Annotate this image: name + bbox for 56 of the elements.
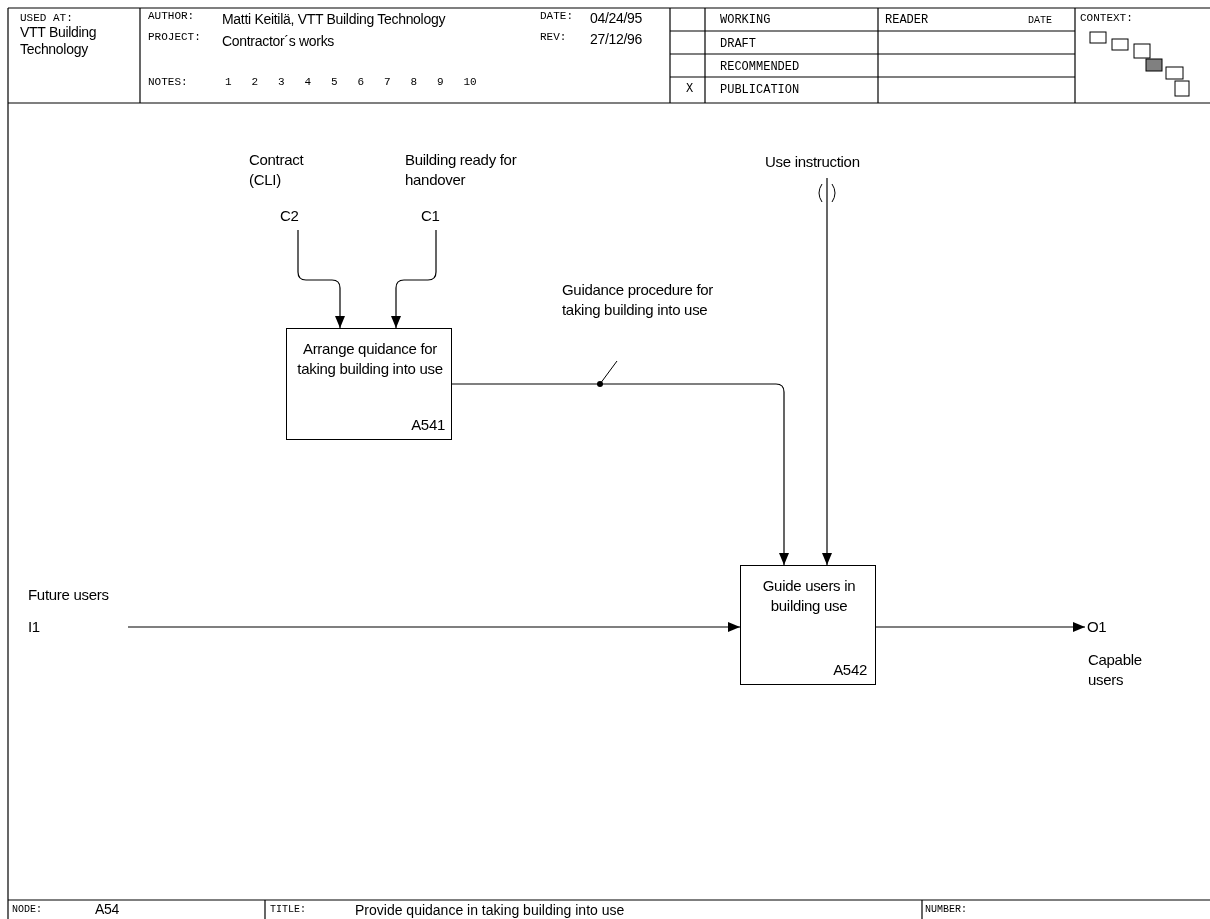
- process-box: [286, 328, 452, 440]
- note-number: 1: [225, 75, 232, 89]
- arrow-label: Building ready for handover: [405, 150, 518, 190]
- field-value: Contractor´s works: [222, 33, 335, 50]
- column-label: READER: [885, 13, 929, 28]
- field-label: TITLE:: [270, 903, 306, 916]
- field-label: CONTEXT:: [1080, 11, 1133, 25]
- field-label: REV:: [540, 30, 567, 44]
- field-label: DATE: [1028, 14, 1052, 27]
- activity-name: Arrange quidance for taking building into use: [296, 339, 444, 379]
- node-number: A541: [410, 415, 445, 435]
- note-number: 7: [384, 75, 391, 89]
- note-number: 8: [410, 75, 418, 89]
- activity-name: Guide users in building use: [761, 576, 857, 616]
- icom-code: O1: [1087, 617, 1108, 637]
- note-number: 6: [357, 75, 365, 89]
- process-box: [740, 565, 876, 685]
- note-number: 5: [331, 75, 338, 89]
- arrow: [391, 229, 437, 329]
- field-label: PROJECT:: [148, 30, 201, 44]
- field-label: DATE:: [540, 9, 573, 23]
- node-number: A542: [832, 660, 867, 680]
- icom-code: C2: [280, 206, 300, 226]
- note-number: 4: [304, 75, 312, 89]
- field-value: VTT Building Technology: [20, 24, 98, 58]
- status-label: PUBLICATION: [720, 83, 800, 98]
- note-number: 3: [278, 75, 285, 89]
- status-label: RECOMMENDED: [720, 60, 800, 75]
- icom-code: C1: [421, 206, 441, 226]
- arrow-label: Future users: [28, 585, 110, 605]
- check-mark: X: [686, 82, 694, 97]
- arrow: [875, 622, 1086, 632]
- field-label: NOTES:: [148, 75, 188, 89]
- field-label: AUTHOR:: [148, 9, 195, 23]
- note-number: 2: [251, 75, 259, 89]
- field-label: USED AT:: [20, 11, 73, 25]
- field-label: NODE:: [12, 903, 42, 916]
- edge-label: Guidance procedure for taking building into use: [562, 280, 714, 320]
- arrow: [127, 622, 741, 632]
- arrow: [297, 229, 345, 329]
- field-value: Matti Keitilä, VTT Building Technology: [222, 11, 446, 28]
- arrow: [451, 383, 789, 566]
- arrow: [822, 177, 832, 566]
- node-number: A54: [95, 901, 119, 918]
- field-value: 04/24/95: [590, 10, 643, 27]
- note-number: 9: [437, 75, 444, 89]
- arrow-label: Contract (CLI): [249, 150, 305, 190]
- arrow-label: Capable users: [1088, 650, 1143, 690]
- field-label: NUMBER:: [925, 903, 967, 916]
- status-label: DRAFT: [720, 37, 756, 52]
- field-value: 27/12/96: [590, 31, 643, 48]
- note-number: 10: [463, 75, 477, 89]
- diagram-title: Provide quidance in taking building into use: [355, 902, 625, 918]
- status-label: WORKING: [720, 13, 771, 28]
- icom-code: I1: [28, 617, 41, 637]
- arrow-label: Use instruction: [765, 152, 861, 172]
